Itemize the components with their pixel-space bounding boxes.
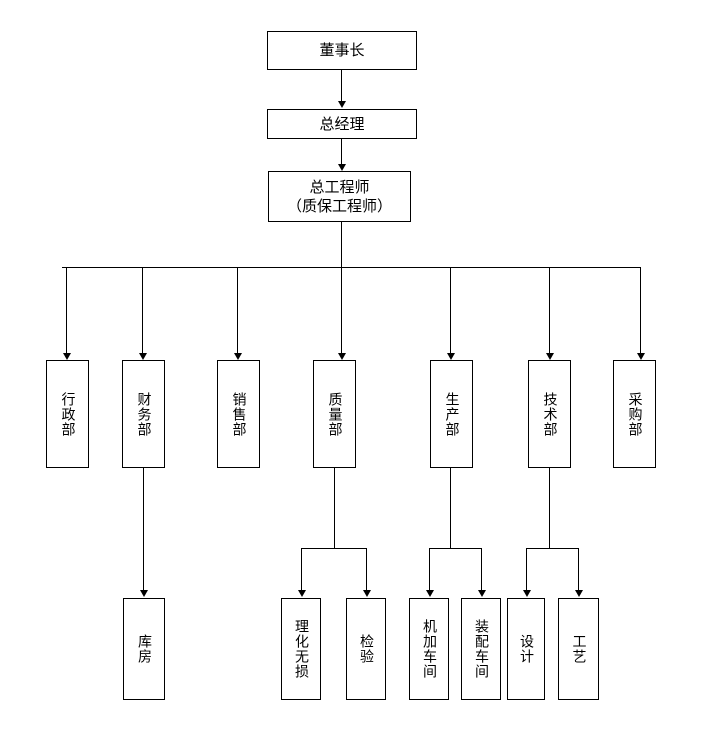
arrowhead-process — [575, 590, 583, 597]
arrowhead-chief-engineer — [338, 164, 346, 171]
node-department-production-label: 生产部 — [443, 391, 460, 437]
connector-bus-quality — [341, 267, 342, 353]
arrowhead-machining — [426, 590, 434, 597]
node-subunit-design-label: 设计 — [518, 634, 535, 664]
node-department-quality-label: 质量部 — [326, 391, 343, 437]
connector-bus-production — [450, 267, 451, 353]
node-subunit-machining-label: 机加车间 — [421, 619, 438, 679]
arrowhead-sales — [234, 353, 242, 360]
node-chief-engineer-label: 总工程师 （质保工程师） — [286, 177, 392, 215]
connector-quality-bar — [301, 548, 367, 549]
node-department-procurement-label: 采购部 — [626, 391, 643, 437]
connector-chief-engineer-bus — [341, 222, 342, 267]
connector-bus-admin — [66, 267, 67, 353]
node-department-admin-label: 行政部 — [59, 391, 76, 437]
node-department-sales[interactable]: 销售部 — [217, 360, 260, 468]
arrowhead-design — [523, 590, 531, 597]
arrowhead-quality — [338, 353, 346, 360]
arrowhead-assembly — [478, 590, 486, 597]
node-subunit-inspection-label: 检验 — [358, 634, 375, 664]
node-chairman-label: 董事长 — [319, 41, 365, 60]
connector-bus-technology — [549, 267, 550, 353]
connector-quality-inspection — [366, 548, 367, 590]
node-chairman[interactable]: 董事长 — [267, 31, 417, 70]
connector-technology-stem — [549, 468, 550, 548]
node-subunit-design[interactable]: 设计 — [507, 598, 545, 700]
node-department-procurement[interactable]: 采购部 — [613, 360, 656, 468]
node-subunit-warehouse-label: 库房 — [136, 634, 153, 664]
node-department-technology-label: 技术部 — [541, 391, 558, 437]
node-department-admin[interactable]: 行政部 — [46, 360, 89, 468]
node-department-sales-label: 销售部 — [230, 391, 247, 437]
connector-bus-finance — [142, 267, 143, 353]
connector-production-stem — [450, 468, 451, 548]
node-department-finance[interactable]: 财务部 — [122, 360, 165, 468]
node-subunit-inspection[interactable]: 检验 — [346, 598, 386, 700]
arrowhead-warehouse — [140, 590, 148, 597]
node-general-manager-label: 总经理 — [319, 114, 365, 133]
arrowhead-inspection — [363, 590, 371, 597]
node-subunit-assembly[interactable]: 装配车间 — [461, 598, 501, 700]
distribution-bus — [62, 267, 641, 268]
node-subunit-lab-ndt-label: 理化无损 — [293, 619, 310, 679]
connector-bus-sales — [237, 267, 238, 353]
node-department-technology[interactable]: 技术部 — [528, 360, 571, 468]
connector-bus-procurement — [640, 267, 641, 353]
node-subunit-lab-ndt[interactable]: 理化无损 — [281, 598, 321, 700]
arrowhead-admin — [63, 353, 71, 360]
arrowhead-procurement — [637, 353, 645, 360]
arrowhead-technology — [546, 353, 554, 360]
connector-chairman-gm — [341, 70, 342, 101]
node-department-quality[interactable]: 质量部 — [313, 360, 356, 468]
node-department-finance-label: 财务部 — [135, 391, 152, 437]
connector-production-machining — [429, 548, 430, 590]
connector-technology-process — [578, 548, 579, 590]
connector-quality-lab — [301, 548, 302, 590]
node-subunit-warehouse[interactable]: 库房 — [123, 598, 165, 700]
node-department-production[interactable]: 生产部 — [430, 360, 473, 468]
arrowhead-lab-ndt — [298, 590, 306, 597]
connector-production-assembly — [481, 548, 482, 590]
node-subunit-process-label: 工艺 — [570, 634, 587, 664]
node-subunit-machining[interactable]: 机加车间 — [409, 598, 449, 700]
connector-quality-stem — [334, 468, 335, 548]
node-subunit-assembly-label: 装配车间 — [473, 619, 490, 679]
arrowhead-production — [447, 353, 455, 360]
arrowhead-gm — [338, 101, 346, 108]
connector-technology-bar — [526, 548, 578, 549]
node-subunit-process[interactable]: 工艺 — [558, 598, 599, 700]
connector-finance-warehouse — [143, 468, 144, 590]
connector-technology-design — [526, 548, 527, 590]
arrowhead-finance — [139, 353, 147, 360]
connector-gm-chief-engineer — [341, 139, 342, 164]
connector-production-bar — [429, 548, 482, 549]
node-chief-engineer[interactable]: 总工程师 （质保工程师） — [268, 171, 411, 222]
node-general-manager[interactable]: 总经理 — [267, 109, 417, 139]
